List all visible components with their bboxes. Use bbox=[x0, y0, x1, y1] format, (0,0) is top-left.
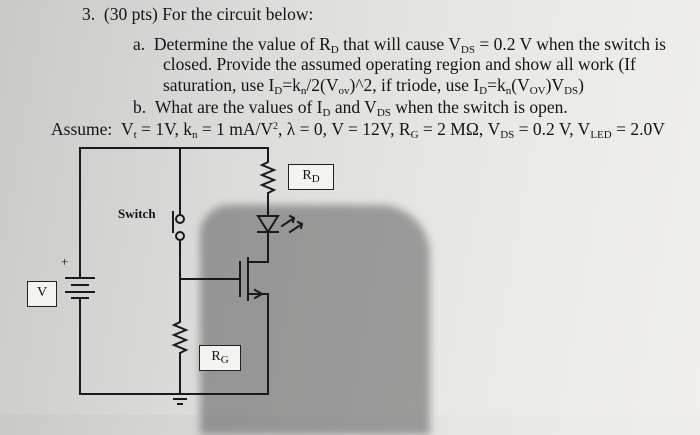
switch-bottom-wire bbox=[179, 239, 229, 280]
part-b-line: b. What are the values of ID and VDS whe… bbox=[133, 97, 568, 119]
switch-label: Switch bbox=[118, 206, 156, 221]
part-a-line-1: a. Determine the value of RD that will c… bbox=[133, 34, 666, 56]
top-rail-wire bbox=[79, 147, 269, 159]
rd-label-box: RD bbox=[288, 164, 334, 190]
led-diode bbox=[256, 202, 280, 246]
mosfet-gate bbox=[227, 261, 241, 297]
rg-resistor bbox=[171, 317, 189, 395]
drain-wire bbox=[247, 244, 269, 263]
circuit-diagram bbox=[65, 147, 304, 405]
left-lower-wire bbox=[79, 297, 181, 395]
switch-contact-top bbox=[175, 214, 185, 224]
part-a-line-3: saturation, use ID=kn/2(Vov)^2, if triod… bbox=[163, 75, 584, 97]
source-return-wire bbox=[189, 309, 269, 395]
problem-header: 3. (30 pts) For the circuit below: bbox=[82, 4, 314, 24]
battery-plus-label: + bbox=[61, 254, 69, 269]
part-a-line-2: closed. Provide the assumed operating re… bbox=[163, 54, 636, 74]
mosfet-source bbox=[247, 293, 269, 311]
rg-label-box: RG bbox=[199, 345, 241, 371]
battery-symbol bbox=[65, 277, 95, 299]
assumptions-line: Assume: Vt = 1V, kn = 1 mA/V2, λ = 0, V … bbox=[51, 119, 665, 141]
switch-contact-bottom bbox=[175, 231, 185, 241]
led-arrows bbox=[280, 214, 304, 234]
rd-resistor bbox=[259, 157, 277, 204]
mosfet-arrow bbox=[253, 288, 264, 300]
v-label-box: V bbox=[27, 281, 57, 307]
ground-symbol bbox=[169, 393, 191, 405]
